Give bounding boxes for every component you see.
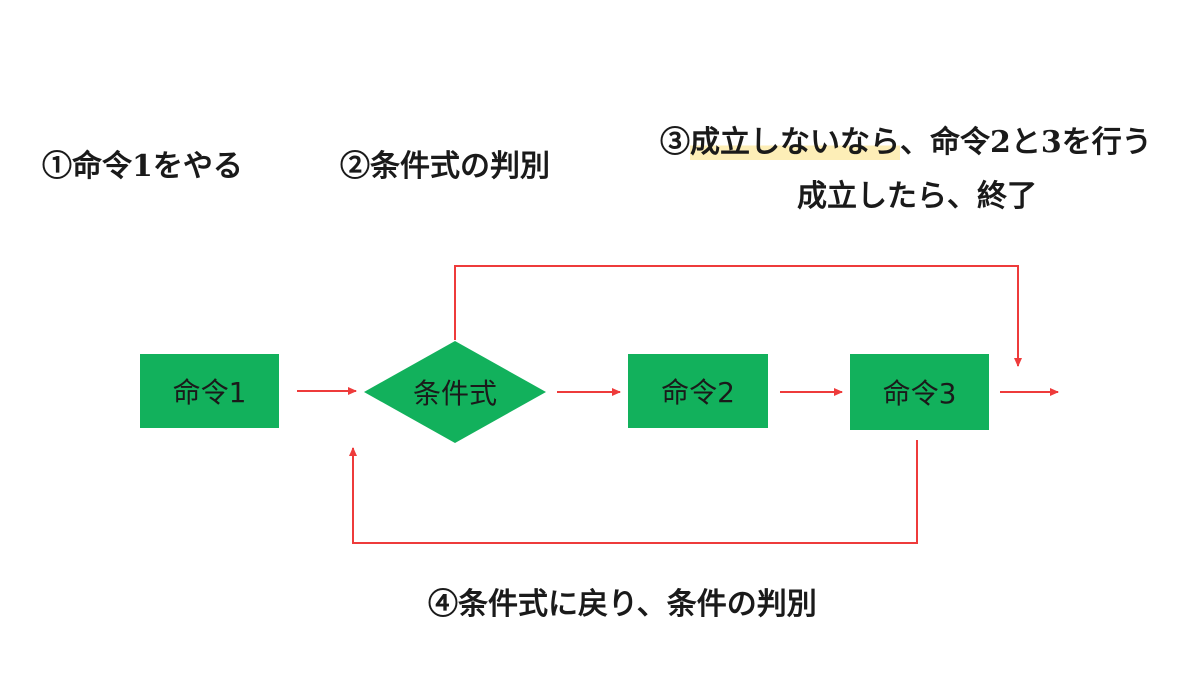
node-command2-label: 命令2	[661, 376, 735, 409]
node-condition-label: 条件式	[412, 377, 497, 410]
node-command2: 命令2	[628, 354, 768, 428]
caption-step2: ②条件式の判別	[340, 149, 550, 184]
node-command1-label: 命令1	[172, 376, 247, 409]
caption-step3-line2: 成立したら、終了	[797, 179, 1037, 214]
node-command3-label: 命令3	[882, 377, 957, 410]
caption-step3-highlight: 成立しないなら	[690, 125, 900, 160]
exit-bypass-arrow	[454, 265, 1022, 367]
caption-step3-line1: ③成立しないなら、命令2と3を行う	[660, 125, 1152, 160]
loop-back-arrow	[349, 440, 918, 544]
node-condition: 条件式	[364, 341, 546, 443]
node-command1: 命令1	[140, 354, 279, 428]
condition-diamond-shape	[364, 341, 546, 443]
caption-step3-prefix: ③	[660, 125, 690, 160]
caption-step3-suffix: 、命令2と3を行う	[900, 125, 1152, 160]
caption-step1: ①命令1をやる	[42, 149, 243, 184]
caption-step4: ④条件式に戻り、条件の判別	[428, 587, 817, 622]
node-command3: 命令3	[850, 354, 989, 430]
